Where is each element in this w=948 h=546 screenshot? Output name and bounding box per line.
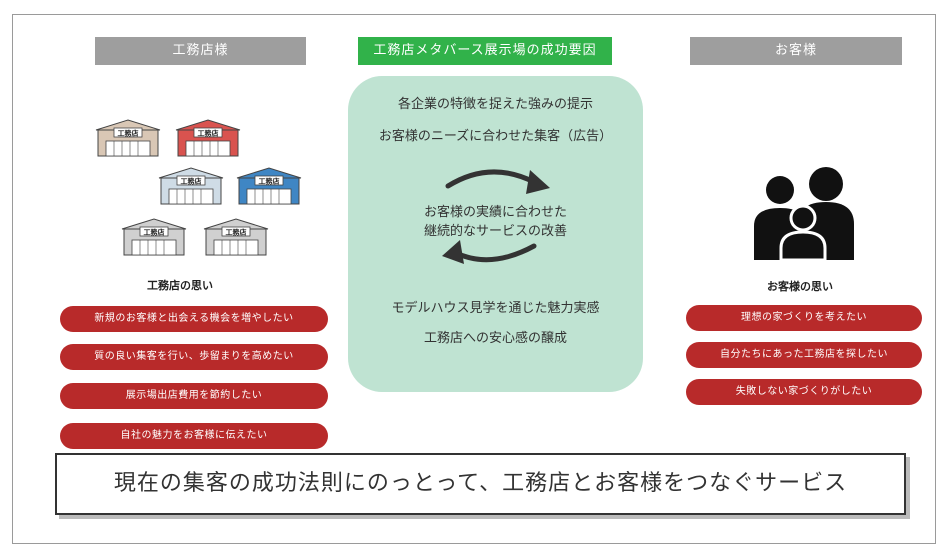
family-icon	[754, 167, 854, 260]
building-label: 工務店	[198, 129, 219, 138]
building-label: 工務店	[144, 228, 165, 237]
building-icon: 工務店	[95, 119, 161, 157]
left-pill: 展示場出店費用を節約したい	[60, 383, 328, 409]
success-factors-box	[348, 76, 643, 392]
factor-text: お客様の実績に合わせた 継続的なサービスの改善	[423, 205, 567, 239]
left-pill: 新規のお客様と出会える機会を増やしたい	[60, 306, 328, 332]
summary-banner: 現在の集客の成功法則にのっとって、工務店とお客様をつなぐサービス	[55, 453, 906, 515]
right-pill: 理想の家づくりを考えたい	[686, 305, 922, 331]
building-icon: 工務店	[121, 218, 187, 256]
building-icon: 工務店	[175, 119, 241, 157]
left-pill: 質の良い集客を行い、歩留まりを高めたい	[60, 344, 328, 370]
factor-text: お客様のニーズに合わせた集客（広告）	[378, 129, 613, 144]
right-thoughts-title: お客様の思い	[767, 280, 833, 293]
cycle-arrows-icon	[442, 169, 550, 264]
building-label: 工務店	[226, 228, 247, 237]
building-icon: 工務店	[203, 218, 269, 256]
building-label: 工務店	[259, 177, 280, 186]
building-label: 工務店	[181, 177, 202, 186]
building-icon: 工務店	[236, 167, 302, 205]
left-thoughts-title: 工務店の思い	[147, 279, 213, 292]
left-pill: 自社の魅力をお客様に伝えたい	[60, 423, 328, 449]
right-pill: 自分たちにあった工務店を探したい	[686, 342, 922, 368]
factor-text: モデルハウス見学を通じた魅力実感	[391, 301, 600, 316]
building-icon: 工務店	[158, 167, 224, 205]
header-center: 工務店メタバース展示場の成功要因	[358, 37, 612, 65]
factor-text: 各企業の特徴を捉えた強みの提示	[397, 97, 593, 112]
header-left: 工務店様	[95, 37, 306, 65]
right-pill: 失敗しない家づくりがしたい	[686, 379, 922, 405]
factor-text: 工務店への安心感の醸成	[423, 331, 567, 346]
header-right: お客様	[690, 37, 902, 65]
building-label: 工務店	[118, 129, 139, 138]
